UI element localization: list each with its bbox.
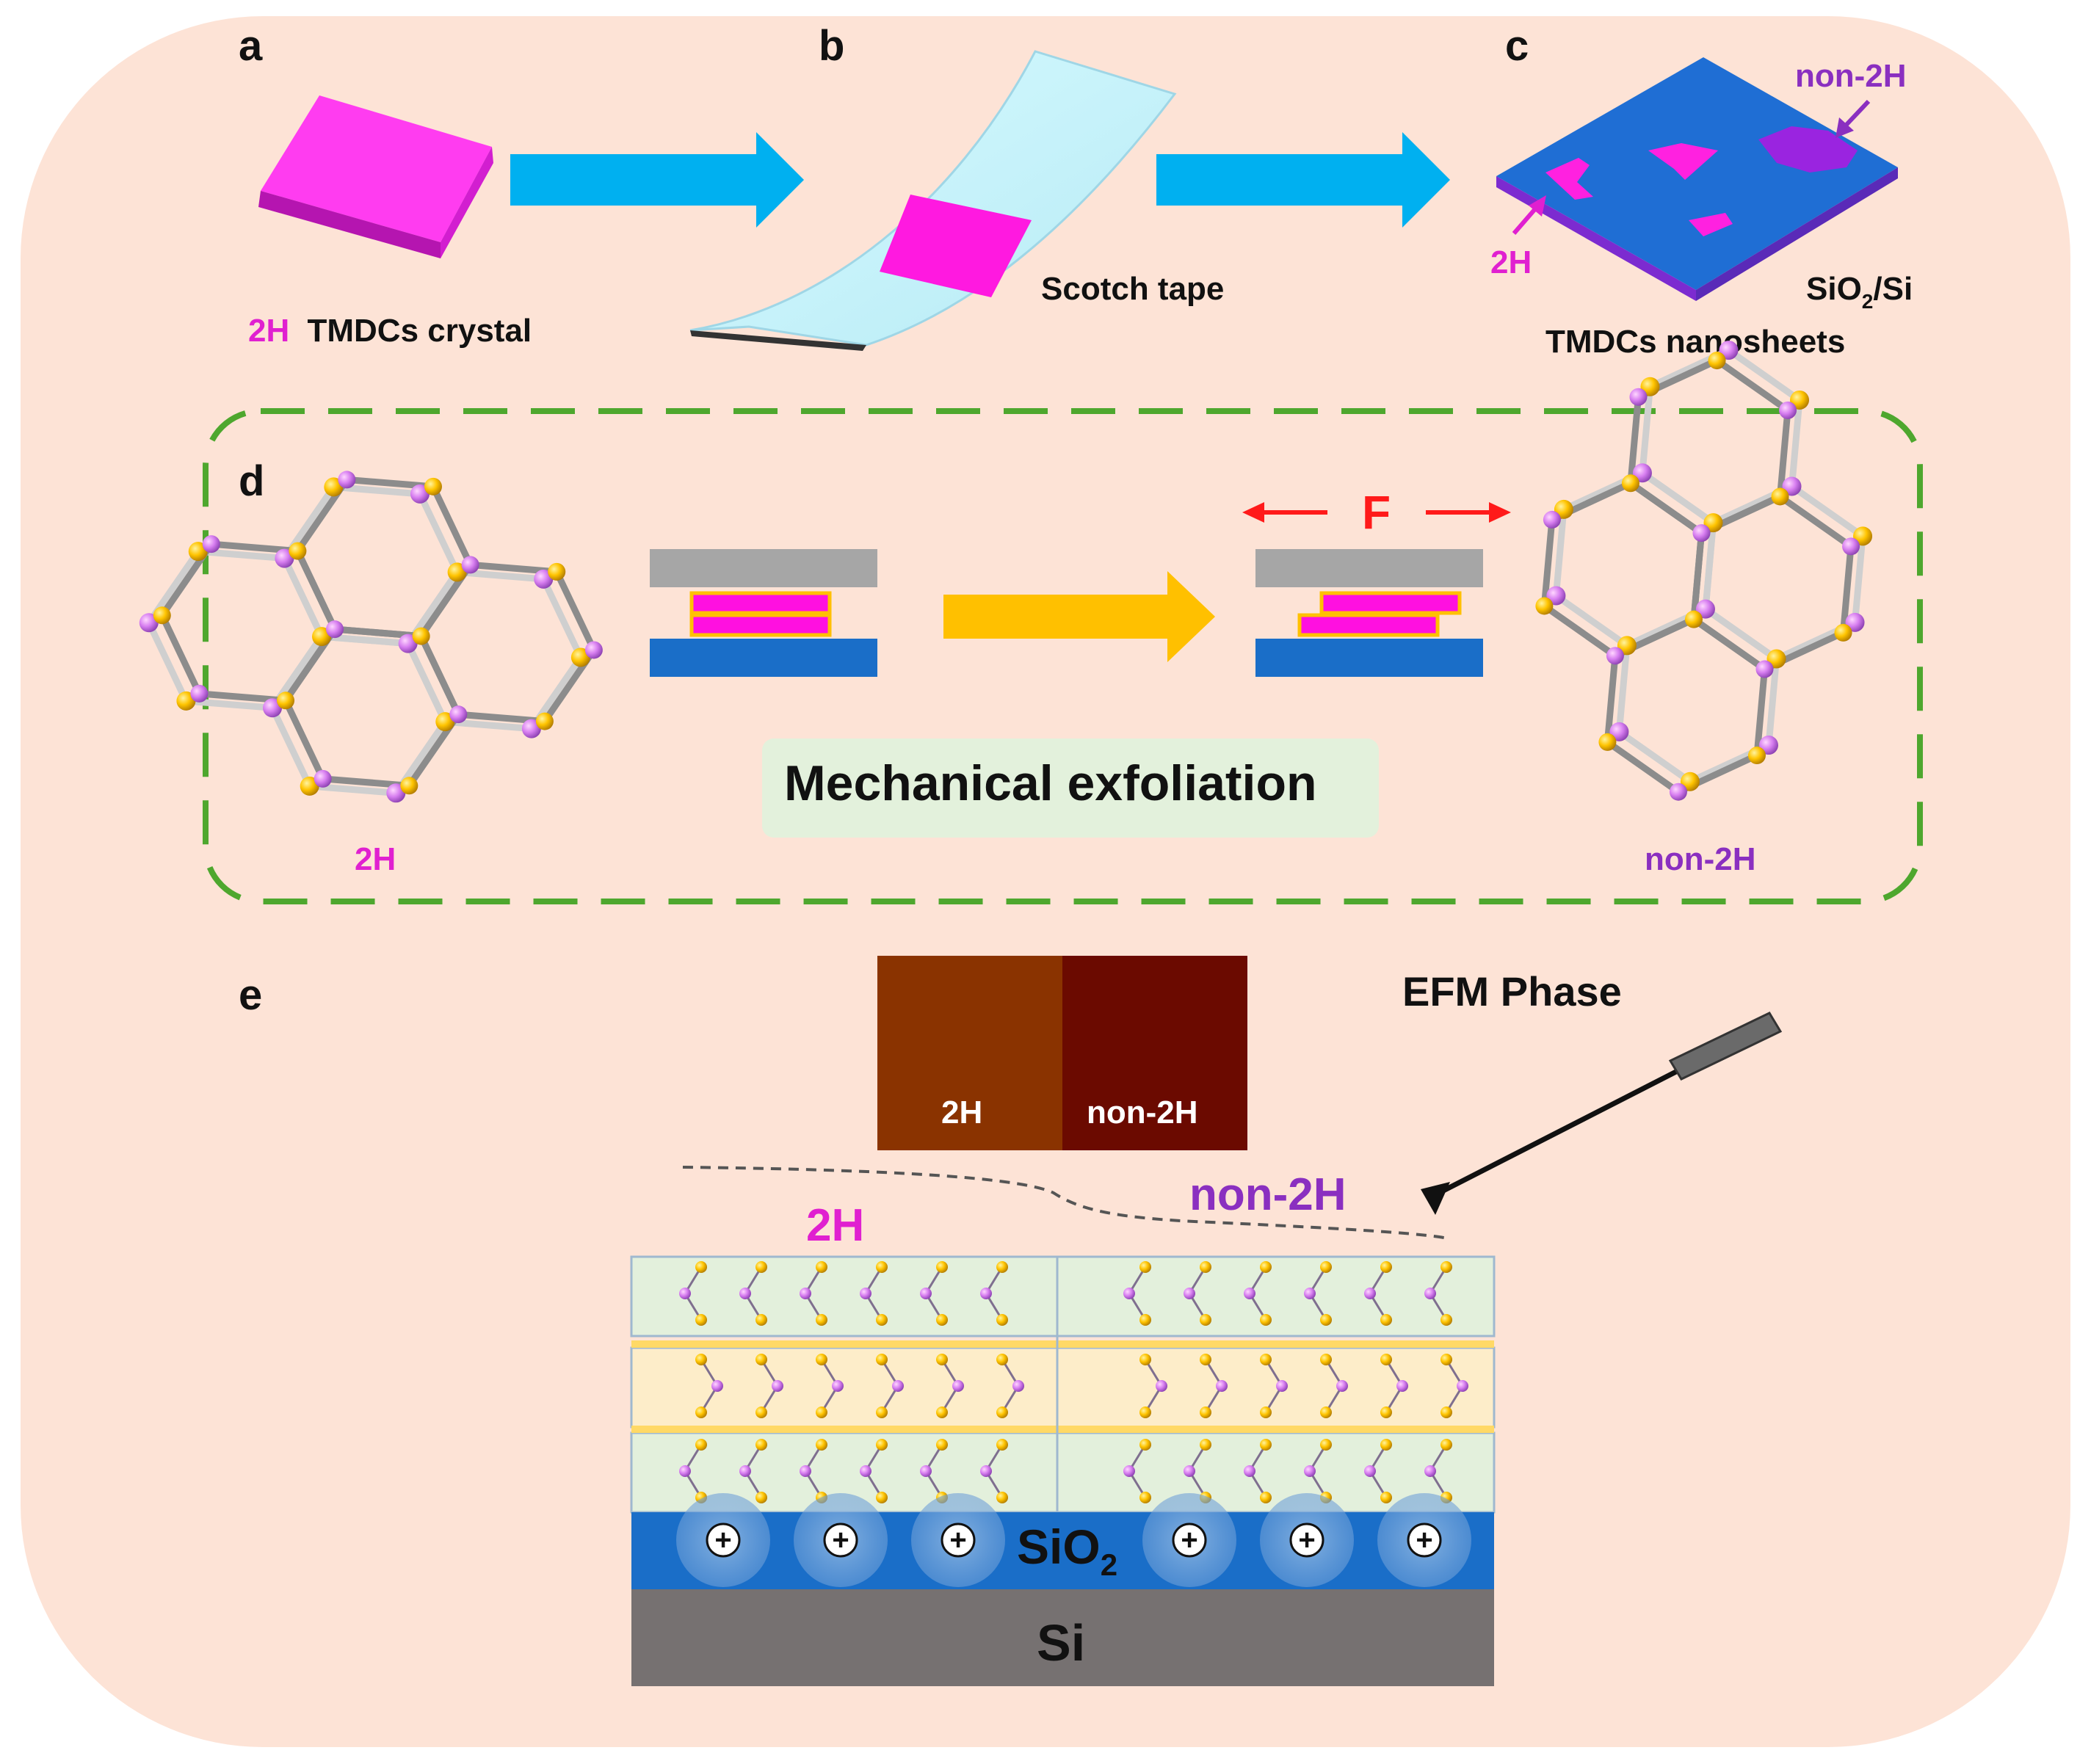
panel-b-letter: b	[819, 22, 844, 70]
panel-c-caption: TMDCs nanosheets	[1545, 324, 1845, 360]
trapped-charges: + + + + + +	[676, 1493, 1471, 1587]
panel-a-letter: a	[239, 22, 263, 70]
panel-b-caption: Scotch tape	[1041, 271, 1224, 307]
arrow-a-to-b	[510, 132, 804, 228]
charge-symbol: +	[1416, 1524, 1432, 1556]
lattice-chains	[679, 1261, 1468, 1503]
panel-d-right-label: non-2H	[1645, 841, 1756, 877]
lattice-non2h	[1535, 341, 1873, 801]
panel-c-2h-label: 2H	[1490, 244, 1532, 280]
panel-c-non2h-label: non-2H	[1795, 58, 1907, 94]
exfoliation-arrow	[943, 571, 1215, 662]
sio2-sub: 2	[1101, 1547, 1117, 1582]
flake-2h-3	[1689, 213, 1733, 236]
efm-phase-2h-label: 2H	[941, 1095, 982, 1130]
substrate-rest: /Si	[1873, 271, 1913, 307]
panel-e-letter: e	[239, 971, 262, 1019]
flake-2h-2	[1648, 143, 1718, 180]
panel-a-caption-text: TMDCs crystal	[307, 313, 532, 349]
scan-trace	[682, 1166, 1451, 1241]
non2h-pointer-head	[1835, 117, 1854, 138]
non2h-pointer	[1841, 99, 1871, 131]
panel-c: c non-2H 2H SiO2/Si TMDCs nanosheets	[1490, 22, 1913, 360]
charge-symbol: +	[832, 1524, 849, 1556]
si-layer	[631, 1589, 1494, 1686]
substrate-wafer	[1496, 57, 1898, 301]
panel-d-letter: d	[239, 457, 264, 505]
2h-pointer	[1512, 204, 1540, 235]
arrow-b-to-c	[1156, 132, 1450, 228]
panel-c-letter: c	[1505, 22, 1529, 70]
charge-symbol: +	[1298, 1524, 1315, 1556]
panel-a-phase: 2H	[248, 313, 289, 349]
2h-pointer-head	[1529, 195, 1546, 217]
substrate-sub: 2	[1862, 290, 1874, 313]
efm-phase-non2h-label: non-2H	[1087, 1095, 1198, 1130]
charge-symbol: +	[949, 1524, 966, 1556]
charge-symbol: +	[714, 1524, 731, 1556]
panel-a: a 2H TMDCs crystal	[239, 22, 532, 349]
panel-e: e 2H non-2H EFM Phase 2H non-2H + + +	[239, 956, 1783, 1686]
afm-tip	[1421, 1012, 1783, 1215]
tmdc-crystal-block	[258, 95, 493, 258]
substrate-main: SiO	[1806, 271, 1862, 307]
panel-a-caption: 2H TMDCs crystal	[248, 313, 532, 349]
figure-background	[21, 16, 2070, 1747]
force-label: F	[1362, 486, 1391, 539]
panel-c-substrate: SiO2/Si	[1806, 271, 1913, 313]
sio2-main: SiO	[1017, 1520, 1101, 1574]
tape-flake	[880, 195, 1032, 297]
efm-phase-non2h	[1062, 956, 1247, 1150]
lattice-2h	[139, 471, 603, 803]
scotch-tape	[689, 50, 1177, 351]
efm-phase-2h	[877, 956, 1062, 1150]
efm-title: EFM Phase	[1402, 968, 1622, 1015]
layer-stack-after	[1255, 549, 1483, 677]
e-label-2h: 2H	[806, 1200, 864, 1251]
e-label-non2h: non-2H	[1189, 1169, 1347, 1220]
si-label: Si	[1037, 1614, 1085, 1672]
layer-stack	[630, 1255, 1496, 1514]
flake-2h-1	[1545, 158, 1593, 200]
process-label-box	[762, 738, 1379, 838]
panel-d-left-label: 2H	[355, 841, 396, 877]
panel-b: b Scotch tape	[689, 22, 1224, 351]
panel-d: d F Mechanical exfolia	[139, 341, 1923, 904]
flake-non2h	[1758, 126, 1858, 173]
layer-stack-before	[650, 549, 877, 677]
process-label: Mechanical exfoliation	[784, 755, 1317, 811]
sio2-label: SiO2	[1017, 1520, 1117, 1582]
force-arrows	[1242, 502, 1511, 523]
charge-symbol: +	[1181, 1524, 1197, 1556]
